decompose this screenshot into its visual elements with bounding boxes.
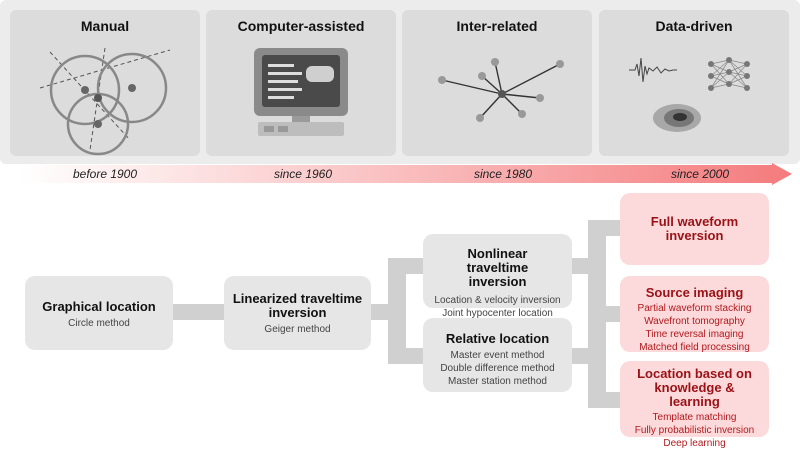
neural-network-icon	[629, 57, 750, 132]
method-item: Master station method	[448, 376, 547, 387]
method-item: Location & velocity inversion	[434, 295, 561, 306]
era-title: Manual	[80, 18, 130, 34]
method-title: Graphical location	[42, 299, 156, 314]
method-title: Relative location	[445, 331, 550, 346]
connector	[388, 348, 424, 364]
intersecting-circles-icon	[39, 47, 171, 156]
method-nonlinear-traveltime: Nonlinear traveltime inversion Location …	[423, 234, 572, 319]
method-graphical-location: Graphical location Circle method	[25, 276, 173, 350]
method-item: Double difference method	[440, 363, 555, 374]
time-label: since 1960	[273, 167, 333, 181]
method-title: Source imaging	[645, 285, 744, 300]
computer-icon	[254, 48, 348, 136]
connector	[588, 220, 622, 236]
method-item: Time reversal imaging	[645, 329, 744, 340]
timeline-arrow	[20, 163, 792, 185]
method-source-imaging: Source imaging Partial waveform stacking…	[620, 276, 769, 353]
connector	[588, 392, 622, 408]
connector	[388, 258, 424, 274]
method-item: Geiger method	[264, 324, 331, 335]
era-title: Data-driven	[655, 18, 733, 34]
era-computer-assisted: Computer-assisted	[206, 10, 396, 156]
method-item: Fully probabilistic inversion	[634, 425, 755, 436]
connector	[572, 258, 590, 274]
time-label: since 2000	[670, 167, 730, 181]
network-icon	[438, 58, 564, 122]
era-title: Computer-assisted	[237, 18, 365, 34]
method-title: Linearized traveltime inversion	[232, 291, 363, 320]
era-manual: Manual	[10, 10, 200, 156]
method-item: Template matching	[652, 412, 737, 423]
method-full-waveform-inversion: Full waveform inversion	[620, 193, 769, 265]
connector	[172, 304, 226, 320]
era-data-driven: Data-driven	[599, 10, 789, 156]
connector	[588, 306, 622, 322]
method-item: Master event method	[450, 350, 545, 361]
probability-cloud-icon	[653, 104, 701, 132]
time-label: before 1900	[72, 167, 138, 181]
method-title: Full waveform inversion	[650, 214, 739, 243]
era-inter-related: Inter-related	[402, 10, 592, 156]
method-knowledge-learning: Location based on knowledge & learning T…	[620, 361, 769, 449]
time-label: since 1980	[473, 167, 533, 181]
method-item: Wavefront tomography	[644, 316, 745, 327]
method-linearized-traveltime: Linearized traveltime inversion Geiger m…	[224, 276, 371, 350]
method-relative-location: Relative location Master event method Do…	[423, 318, 572, 392]
method-title: Location based on knowledge & learning	[637, 366, 752, 409]
method-item: Matched field processing	[639, 342, 750, 353]
era-title: Inter-related	[456, 18, 538, 34]
method-item: Joint hypocenter location	[442, 308, 553, 319]
connector	[572, 348, 590, 364]
method-item: Partial waveform stacking	[637, 303, 752, 314]
connector	[370, 304, 388, 320]
method-item: Circle method	[68, 318, 130, 329]
method-title: Nonlinear traveltime inversion	[466, 246, 529, 289]
waveform-icon	[629, 57, 677, 83]
connector	[388, 258, 406, 364]
